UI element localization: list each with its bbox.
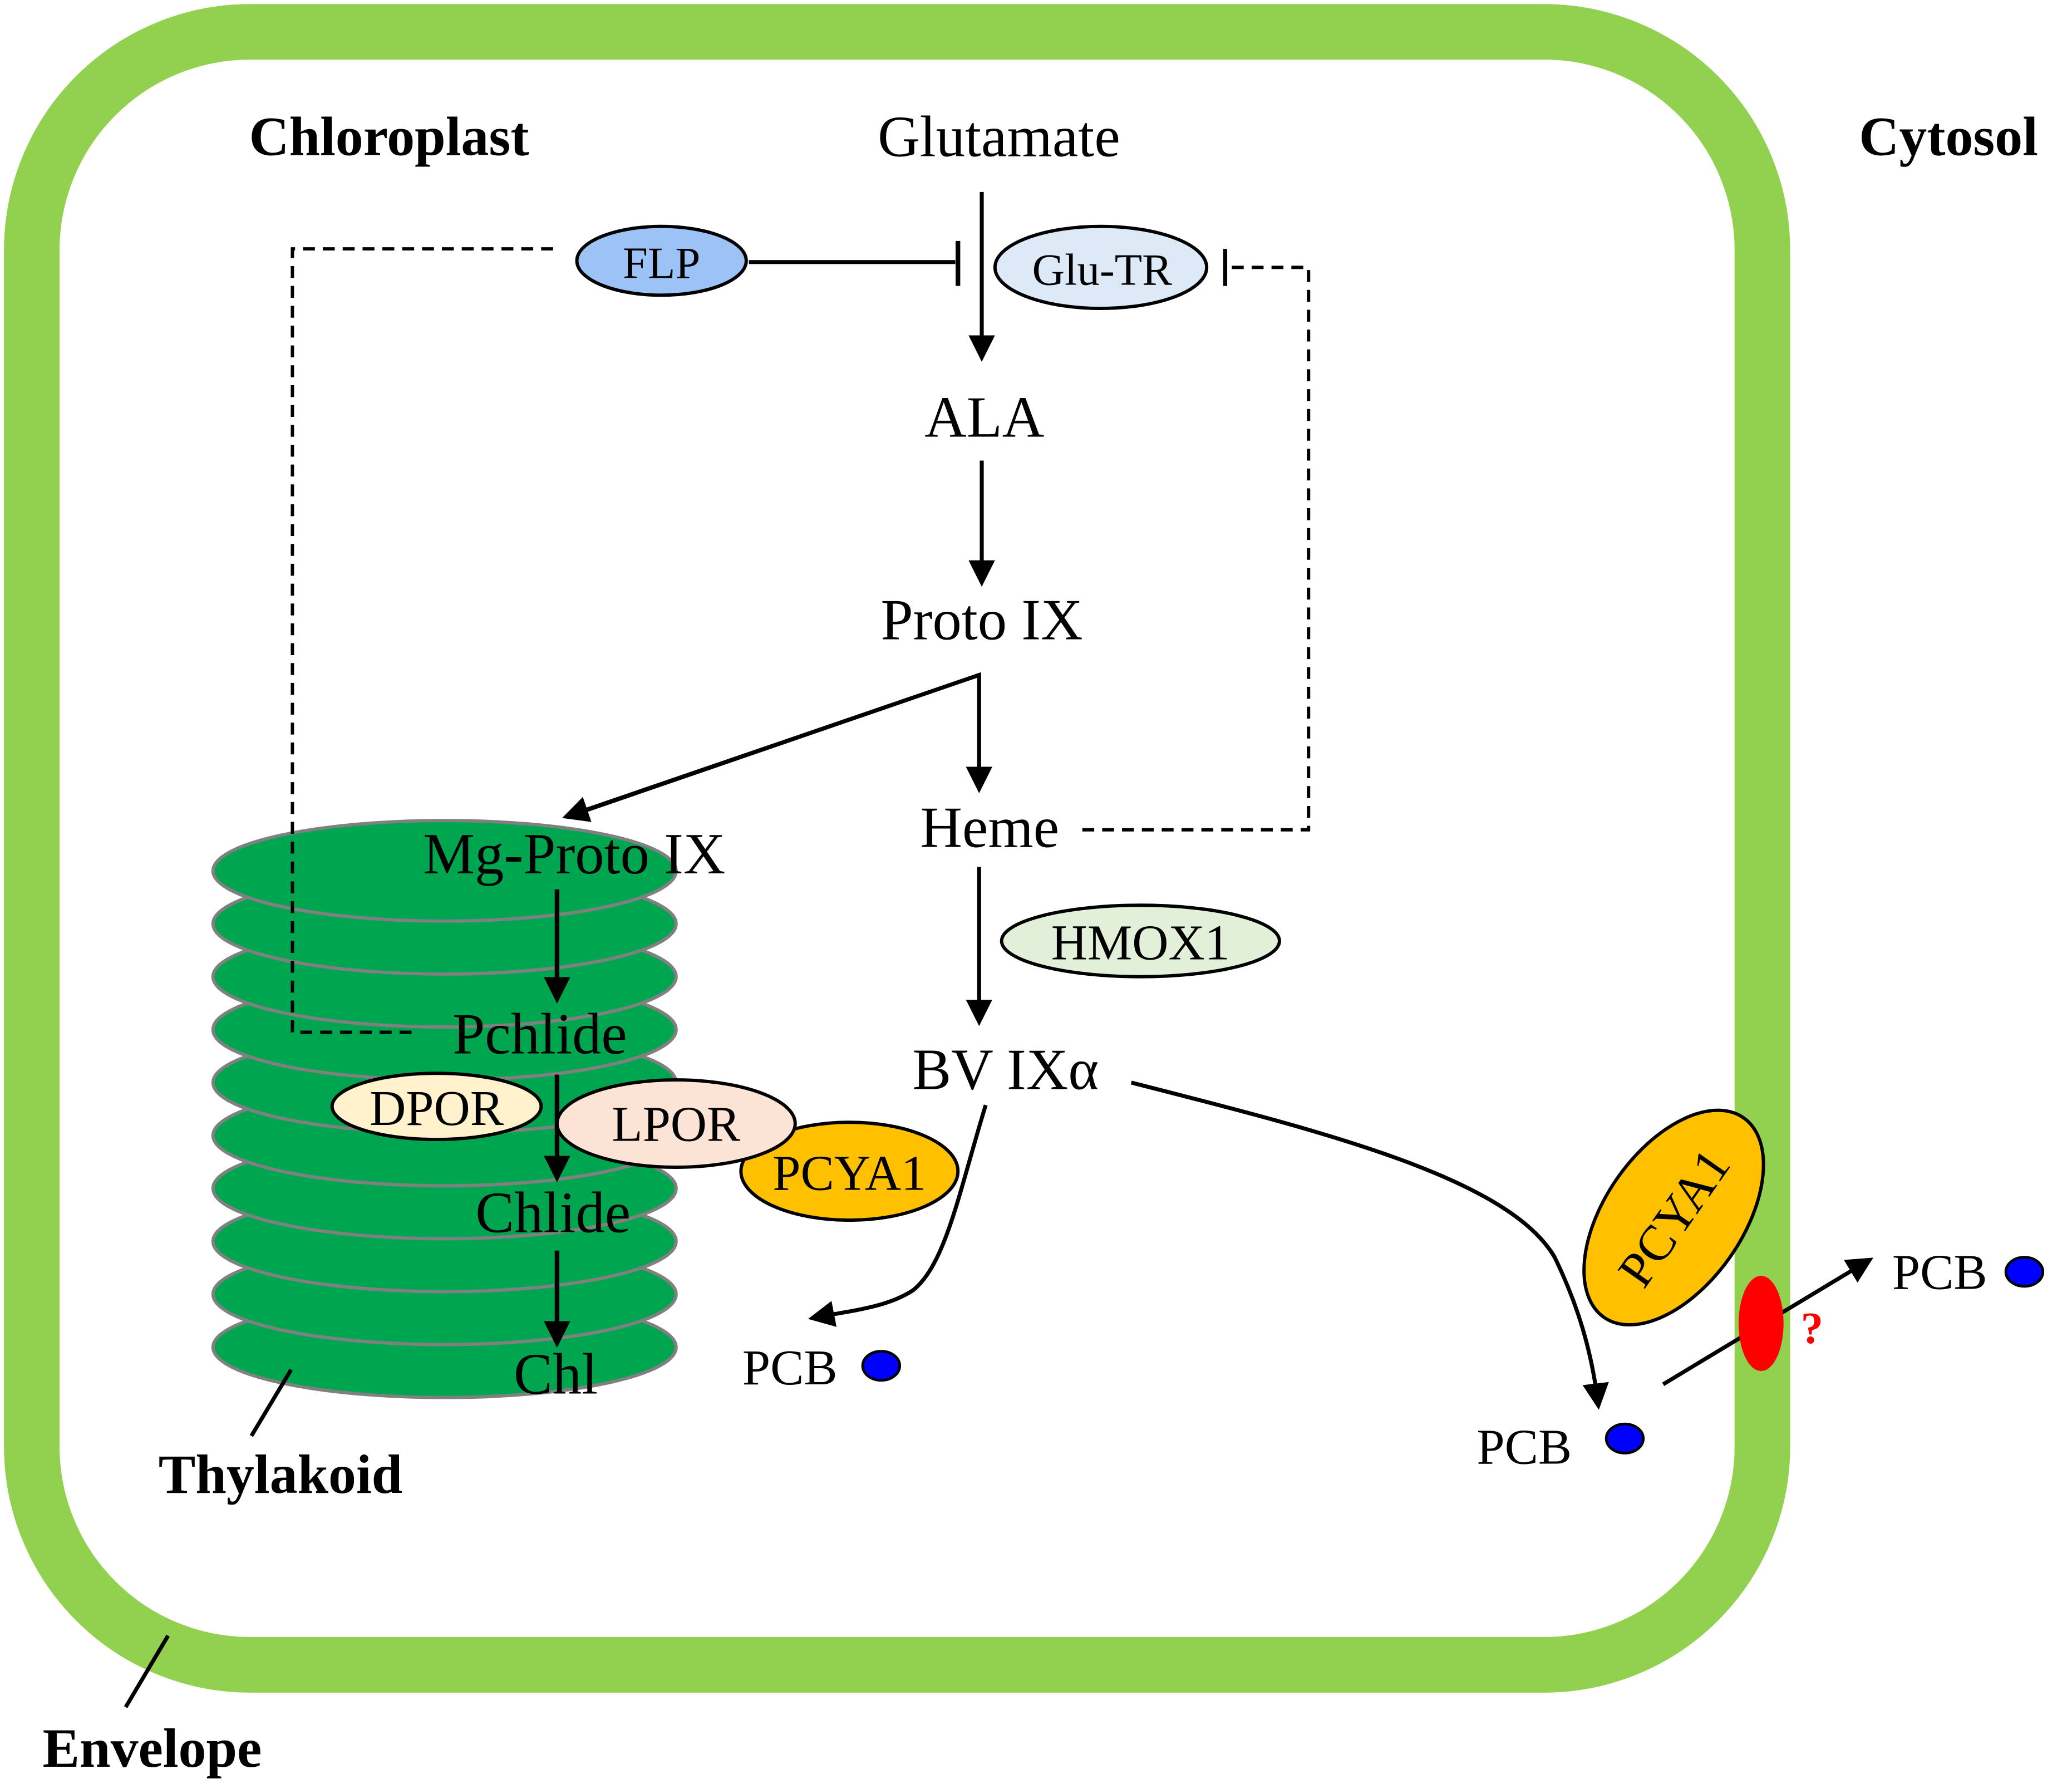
lpor-ellipse xyxy=(555,1078,797,1169)
pcb-dot-cytosol xyxy=(2004,1256,2045,1288)
flp-label: FLP xyxy=(623,238,700,288)
arrow-bv-pcb-chloroplast xyxy=(808,1104,988,1327)
transporter-unknown-mark: ? xyxy=(1801,1304,1823,1353)
glu-tr-label: Glu-TR xyxy=(1032,245,1173,294)
pcb-dot-envelope xyxy=(1605,1422,1645,1454)
glu-tr-ellipse xyxy=(993,224,1209,311)
cytosol-label: Cytosol xyxy=(1859,105,2038,167)
pcb-cytosol-label: PCB xyxy=(1892,1244,1987,1300)
dpor-ellipse xyxy=(330,1072,543,1142)
proto-ix-label: Proto IX xyxy=(880,587,1082,652)
hmox1-ellipse xyxy=(1000,903,1281,979)
arrow-protoix-mgprotoix xyxy=(562,673,980,822)
bv-ixa-label: BV IXα xyxy=(912,1038,1099,1102)
pcb-transporter xyxy=(1738,1275,1784,1372)
chl-label: Chl xyxy=(514,1342,598,1407)
mg-proto-ix-label: Mg-Proto IX xyxy=(423,822,725,886)
flp-feedback-dashed-line xyxy=(291,247,553,1034)
pcya1-chloroplast-label: PCYA1 xyxy=(772,1144,926,1201)
dpor-label: DPOR xyxy=(370,1080,504,1136)
pcb-dot-chloroplast xyxy=(861,1350,902,1382)
flp-ellipse xyxy=(575,224,748,297)
chloroplast-envelope xyxy=(4,4,1790,1693)
ala-label: ALA xyxy=(924,385,1044,450)
thylakoid-label: Thylakoid xyxy=(159,1443,402,1505)
heme-label: Heme xyxy=(920,795,1059,860)
pcb-chloroplast-label: PCB xyxy=(742,1339,838,1395)
chloroplast-label: Chloroplast xyxy=(249,105,529,167)
hmox1-label: HMOX1 xyxy=(1051,915,1230,971)
thylakoid-disc xyxy=(211,819,678,923)
pcya1-chloroplast-ellipse xyxy=(739,1120,960,1222)
heme-feedback-dashed-line xyxy=(1082,266,1311,832)
thylakoid-pointer xyxy=(249,1368,293,1437)
chlide-label: Chlide xyxy=(475,1180,631,1245)
pcb-envelope-label: PCB xyxy=(1477,1419,1572,1475)
arrow-bv-pcb-envelope xyxy=(1130,1080,1609,1410)
envelope-pointer xyxy=(124,1634,170,1708)
pchlide-label: Pchlide xyxy=(452,1002,627,1067)
lpor-label: LPOR xyxy=(612,1095,741,1152)
glutamate-label: Glutamate xyxy=(878,105,1120,169)
envelope-label: Envelope xyxy=(42,1717,262,1779)
pcya1-envelope-ellipse xyxy=(1582,1108,1765,1326)
